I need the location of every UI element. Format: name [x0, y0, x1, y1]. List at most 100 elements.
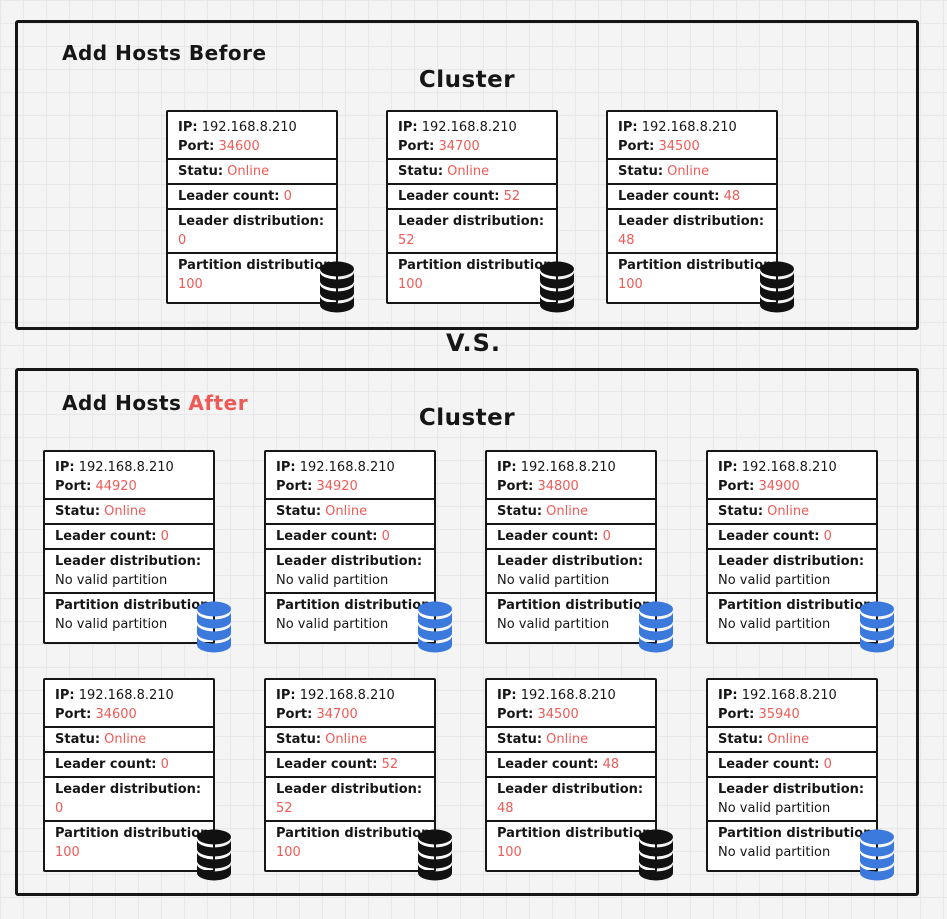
- divider: [708, 726, 876, 728]
- leader-count-label: Leader count:: [718, 529, 820, 544]
- ip-label: IP:: [618, 120, 638, 135]
- ip-value: 192.168.8.210: [78, 460, 174, 475]
- port-label: Port:: [718, 707, 755, 722]
- leader-distribution-value: No valid partition: [55, 573, 168, 588]
- leader-count-row: Leader count: 0: [497, 527, 645, 546]
- divider: [45, 751, 213, 753]
- status-value: Online: [325, 732, 368, 747]
- partition-distribution-label: Partition distribution:: [497, 826, 657, 841]
- leader-distribution-row: Leader distribution: 48: [618, 212, 766, 250]
- port-row: Port: 34500: [618, 137, 766, 156]
- leader-distribution-label: Leader distribution:: [718, 782, 865, 797]
- status-row: Statu: Online: [276, 730, 424, 749]
- divider: [168, 252, 336, 254]
- partition-distribution-row: Partition distribution: 100: [178, 256, 338, 294]
- status-label: Statu:: [55, 732, 101, 747]
- partition-distribution-value: 100: [497, 845, 522, 860]
- ip-row: IP: 192.168.8.210: [55, 686, 203, 705]
- port-label: Port:: [178, 139, 215, 154]
- partition-distribution-row: Partition distribution: No valid partiti…: [55, 596, 215, 634]
- divider: [45, 498, 213, 500]
- port-value: 34500: [537, 707, 579, 722]
- host-card: IP: 192.168.8.210 Port: 44920 Statu: Onl…: [43, 450, 231, 653]
- database-icon: [193, 829, 235, 881]
- status-label: Statu:: [718, 732, 764, 747]
- port-value: 35940: [758, 707, 800, 722]
- partition-distribution-row: Partition distribution: 100: [398, 256, 558, 294]
- status-value: Online: [546, 732, 589, 747]
- ip-value: 192.168.8.210: [741, 688, 837, 703]
- after-host-list-row-2: IP: 192.168.8.210 Port: 34600 Statu: Onl…: [43, 678, 894, 881]
- status-label: Statu:: [276, 504, 322, 519]
- partition-distribution-row: Partition distribution: 100: [55, 824, 215, 862]
- status-label: Statu:: [718, 504, 764, 519]
- ip-value: 192.168.8.210: [421, 120, 517, 135]
- leader-count-row: Leader count: 52: [398, 187, 546, 206]
- divider: [45, 548, 213, 550]
- status-value: Online: [767, 732, 810, 747]
- divider: [487, 592, 655, 594]
- divider: [45, 523, 213, 525]
- divider: [45, 726, 213, 728]
- divider: [266, 726, 434, 728]
- port-row: Port: 44920: [55, 477, 203, 496]
- status-label: Statu:: [497, 504, 543, 519]
- leader-distribution-value: 48: [497, 801, 514, 816]
- host-card: IP: 192.168.8.210 Port: 34500 Statu: Onl…: [606, 110, 794, 313]
- divider: [45, 776, 213, 778]
- leader-distribution-row: Leader distribution: 52: [276, 780, 424, 818]
- ip-label: IP:: [276, 460, 296, 475]
- leader-count-row: Leader count: 0: [276, 527, 424, 546]
- status-label: Statu:: [398, 164, 444, 179]
- divider: [487, 820, 655, 822]
- ip-value: 192.168.8.210: [201, 120, 297, 135]
- leader-count-value: 48: [723, 189, 741, 204]
- partition-distribution-value: No valid partition: [718, 617, 831, 632]
- port-label: Port:: [55, 707, 92, 722]
- leader-distribution-row: Leader distribution: No valid partition: [276, 552, 424, 590]
- leader-distribution-label: Leader distribution:: [497, 554, 644, 569]
- leader-distribution-value: No valid partition: [718, 801, 831, 816]
- status-value: Online: [767, 504, 810, 519]
- status-row: Statu: Online: [497, 730, 645, 749]
- ip-value: 192.168.8.210: [520, 688, 616, 703]
- leader-distribution-value: 0: [178, 233, 187, 248]
- leader-distribution-row: Leader distribution: 48: [497, 780, 645, 818]
- ip-label: IP:: [398, 120, 418, 135]
- leader-count-label: Leader count:: [276, 529, 378, 544]
- ip-row: IP: 192.168.8.210: [618, 118, 766, 137]
- leader-distribution-value: No valid partition: [718, 573, 831, 588]
- ip-value: 192.168.8.210: [299, 688, 395, 703]
- leader-distribution-value: 0: [55, 801, 64, 816]
- leader-count-label: Leader count:: [497, 529, 599, 544]
- leader-count-value: 0: [823, 529, 832, 544]
- status-row: Statu: Online: [718, 502, 866, 521]
- host-card: IP: 192.168.8.210 Port: 34500 Statu: Onl…: [485, 678, 673, 881]
- leader-distribution-value: 52: [276, 801, 293, 816]
- divider: [487, 548, 655, 550]
- divider: [266, 751, 434, 753]
- port-value: 34920: [316, 479, 358, 494]
- partition-distribution-row: Partition distribution: 100: [276, 824, 436, 862]
- leader-distribution-label: Leader distribution:: [276, 554, 423, 569]
- status-value: Online: [104, 732, 147, 747]
- database-icon: [536, 261, 578, 313]
- status-value: Online: [227, 164, 270, 179]
- ip-row: IP: 192.168.8.210: [718, 458, 866, 477]
- port-label: Port:: [718, 479, 755, 494]
- partition-distribution-value: 100: [618, 277, 643, 292]
- leader-count-label: Leader count:: [497, 757, 599, 772]
- after-cluster-label: Cluster: [418, 405, 516, 431]
- port-value: 34700: [438, 139, 480, 154]
- status-value: Online: [325, 504, 368, 519]
- partition-distribution-value: 100: [178, 277, 203, 292]
- status-row: Statu: Online: [618, 162, 766, 181]
- divider: [266, 523, 434, 525]
- leader-distribution-label: Leader distribution:: [718, 554, 865, 569]
- database-icon: [856, 829, 898, 881]
- divider: [45, 592, 213, 594]
- port-row: Port: 34800: [497, 477, 645, 496]
- partition-distribution-row: Partition distribution: 100: [618, 256, 778, 294]
- status-label: Statu:: [276, 732, 322, 747]
- divider: [487, 751, 655, 753]
